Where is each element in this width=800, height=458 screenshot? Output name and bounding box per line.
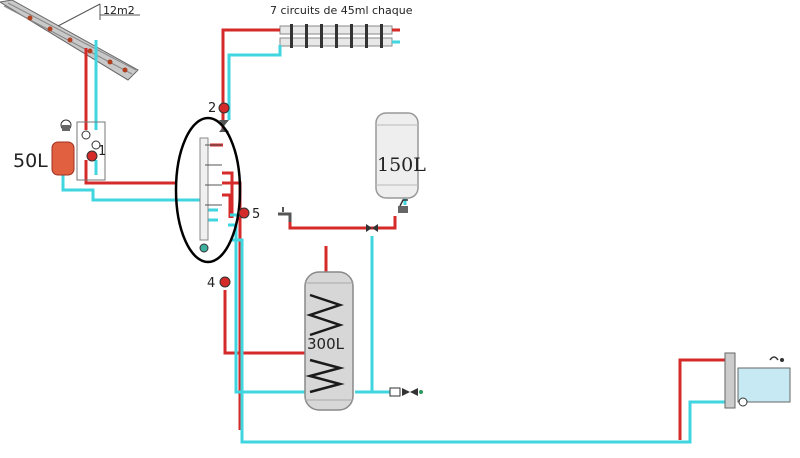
pump-1-label: 1 <box>98 144 106 159</box>
valve-icon <box>389 387 423 397</box>
pump-icon <box>218 102 230 114</box>
pump-icon <box>86 150 98 162</box>
expansion-tank <box>51 141 75 176</box>
faucet-icon <box>398 199 408 213</box>
pump-1-group <box>60 119 106 181</box>
pump-4-label: 4 <box>207 276 215 291</box>
pump-5-label: 5 <box>252 207 260 222</box>
tank-300 <box>304 271 354 411</box>
solar-panel-icon <box>0 0 140 81</box>
hydraulic-separator <box>174 116 242 264</box>
pump-2-label: 2 <box>208 101 216 116</box>
faucet-icon <box>278 207 292 222</box>
tank-300-label: 300L <box>307 335 345 353</box>
tank-150 <box>375 112 419 199</box>
heat-exchanger-icon <box>305 293 345 394</box>
pump-icon <box>238 207 250 219</box>
panel-area-label: 12m2 <box>103 4 135 17</box>
manifold-icon <box>279 24 400 48</box>
pool-icon <box>724 352 791 409</box>
valve-icon <box>366 224 378 232</box>
pump-icon <box>219 276 231 288</box>
tank-150-label: 150L <box>377 154 426 176</box>
circuits-label: 7 circuits de 45ml chaque <box>270 4 413 17</box>
cold-pipes <box>61 40 725 444</box>
expansion-tank-label: 50L <box>13 150 48 172</box>
